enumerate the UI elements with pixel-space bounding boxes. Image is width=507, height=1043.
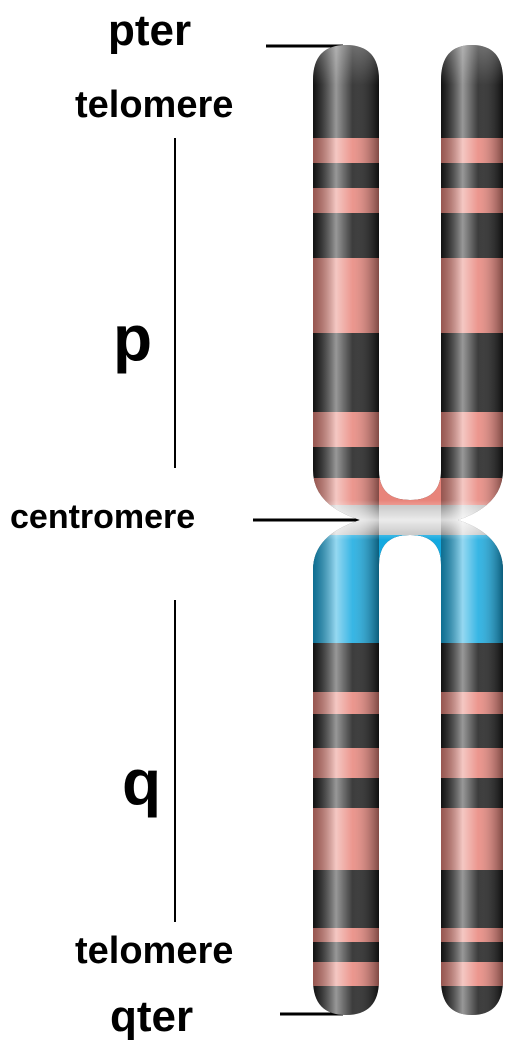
q-arm-label: q	[122, 750, 161, 814]
telomere-bottom-label: telomere	[75, 932, 233, 970]
centromere-label: centromere	[10, 500, 195, 534]
qter-label: qter	[110, 995, 193, 1039]
telomere-top-label: telomere	[75, 86, 233, 124]
pter-label: pter	[108, 9, 191, 53]
p-arm-label: p	[113, 306, 152, 370]
chromosome	[300, 30, 507, 1030]
